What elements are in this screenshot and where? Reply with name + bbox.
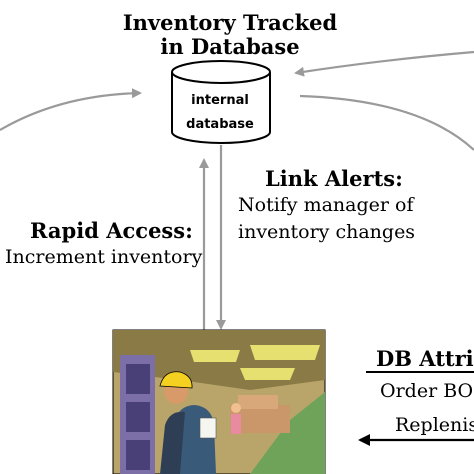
database-label-line1: internal: [191, 93, 249, 108]
curved-arrow-left-in: [0, 88, 142, 131]
curved-line-right-out: [299, 94, 474, 151]
curved-arrow-right-in: [294, 50, 474, 77]
database-title-line1: Inventory Tracked: [122, 10, 338, 35]
rapid-access-line1: Increment inventory: [5, 246, 203, 268]
link-alerts-line2: inventory changes: [238, 221, 416, 243]
db-attributes-line2: Replenis: [395, 414, 474, 436]
rapid-access-heading: Rapid Access:: [30, 218, 193, 243]
database-title-line2: in Database: [160, 34, 300, 59]
link-alerts-heading: Link Alerts:: [265, 166, 403, 191]
link-alerts-line1: Notify manager of: [238, 194, 414, 216]
db-attributes-line1: Order BO: [380, 380, 474, 402]
database-label-line2: database: [186, 117, 254, 132]
warehouse-worker-clipart: [112, 329, 326, 474]
database-cylinder-icon: [171, 60, 271, 144]
db-attributes-heading: DB Attrib: [376, 346, 474, 371]
